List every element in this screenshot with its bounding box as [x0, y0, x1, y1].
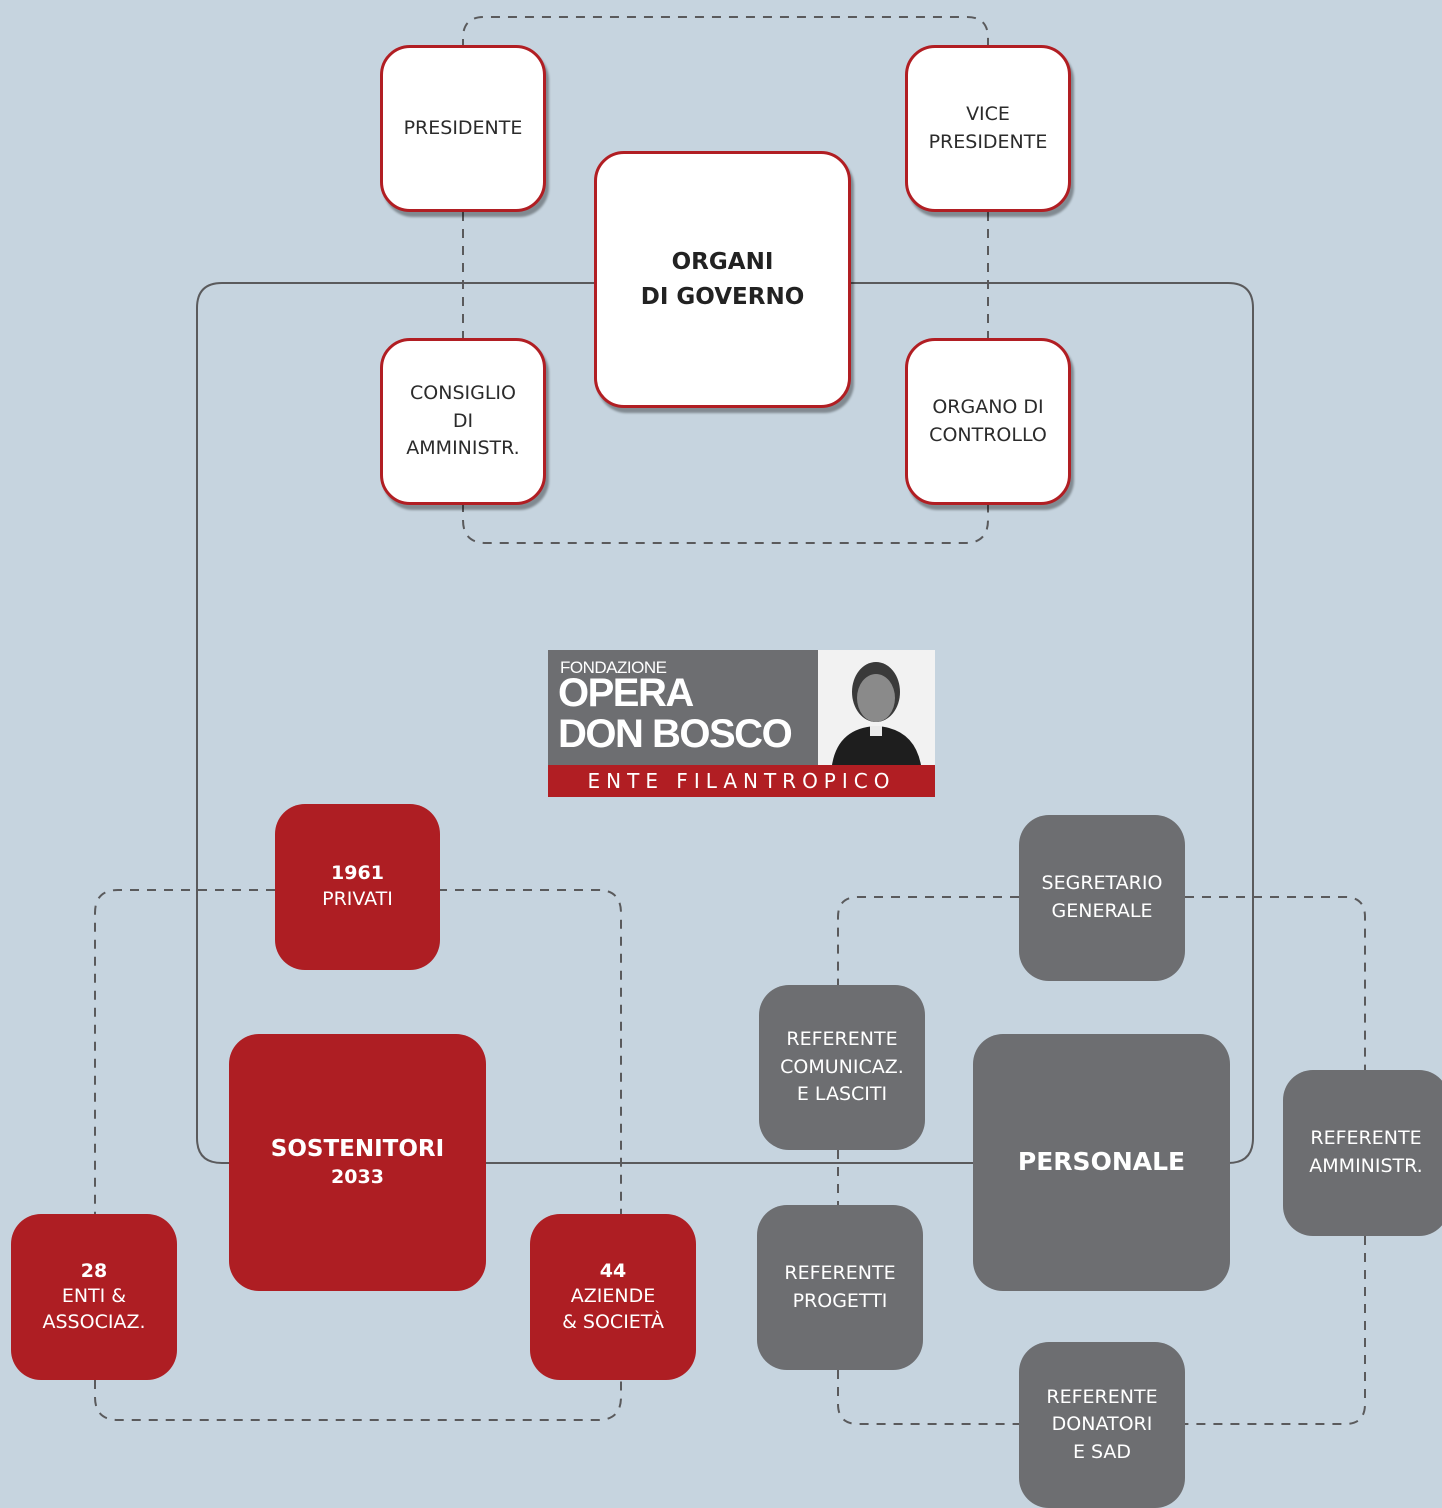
- private-supporters-box: 1961 PRIVATI: [275, 804, 440, 970]
- donors-label-3: E SAD: [1072, 1440, 1132, 1463]
- president-box: PRESIDENTE: [380, 45, 546, 212]
- entities-supporters-box: 28 ENTI & ASSOCIAZ.: [11, 1214, 177, 1380]
- entities-label-1: ENTI &: [61, 1285, 127, 1308]
- donors-label-1: REFERENTE: [1046, 1385, 1158, 1408]
- staff-main-box: PERSONALE: [973, 1034, 1230, 1291]
- staff-dashed-loop: [837, 896, 1366, 1425]
- projects-label-1: REFERENTE: [784, 1261, 896, 1284]
- supporters-main-box: SOSTENITORI 2033: [229, 1034, 486, 1291]
- board-label-3: AMMINISTR.: [406, 437, 520, 460]
- portrait-image: [818, 650, 935, 765]
- companies-supporters-box: 44 AZIENDE & SOCIETÀ: [530, 1214, 696, 1380]
- board-box: CONSIGLIO DI AMMINISTR.: [380, 338, 546, 505]
- admin-referent-box: REFERENTE AMMINISTR.: [1283, 1070, 1442, 1236]
- donors-label-2: DONATORI: [1051, 1413, 1153, 1436]
- secretary-label-1: SEGRETARIO: [1041, 872, 1163, 895]
- supporters-title: SOSTENITORI: [270, 1136, 445, 1163]
- communications-referent-box: REFERENTE COMUNICAZ. E LASCITI: [759, 985, 925, 1150]
- president-label: PRESIDENTE: [403, 116, 523, 139]
- entities-count: 28: [80, 1259, 108, 1282]
- donors-referent-box: REFERENTE DONATORI E SAD: [1019, 1342, 1185, 1508]
- control-label-1: ORGANO DI: [932, 395, 1044, 418]
- logo-line-2: DON BOSCO: [558, 712, 793, 756]
- entities-label-2: ASSOCIAZ.: [42, 1310, 146, 1333]
- companies-label-2: & SOCIETÀ: [562, 1310, 664, 1333]
- control-label-2: CONTROLLO: [929, 423, 1047, 446]
- private-label: PRIVATI: [322, 888, 393, 910]
- secretary-general-box: SEGRETARIO GENERALE: [1019, 815, 1185, 981]
- main-frame: [196, 282, 1254, 1164]
- logo-small-text: FONDAZIONE: [560, 658, 667, 677]
- governance-title-2: DI GOVERNO: [640, 283, 805, 310]
- companies-count: 44: [599, 1259, 627, 1282]
- projects-label-2: PROGETTI: [792, 1289, 888, 1312]
- foundation-logo: FONDAZIONE OPERA DON BOSCO ENTE FILANTRO…: [548, 650, 935, 797]
- admin-label-1: REFERENTE: [1310, 1127, 1422, 1150]
- comms-label-2: COMUNICAZ.: [780, 1055, 904, 1078]
- projects-referent-box: REFERENTE PROGETTI: [757, 1205, 923, 1370]
- admin-label-2: AMMINISTR.: [1309, 1155, 1423, 1177]
- board-label-2: DI: [452, 409, 474, 432]
- control-body-box: ORGANO DI CONTROLLO: [905, 338, 1071, 505]
- governance-title-1: ORGANI: [671, 249, 774, 275]
- governance-main-box: ORGANI DI GOVERNO: [594, 151, 851, 408]
- logo-band: ENTE FILANTROPICO: [548, 765, 935, 797]
- supporters-total: 2033: [331, 1166, 384, 1189]
- comms-label-3: E LASCITI: [796, 1083, 888, 1106]
- supporters-dashed-loop: [94, 889, 622, 1421]
- logo-line-1: OPERA: [558, 671, 694, 715]
- companies-label-1: AZIENDE: [570, 1285, 656, 1308]
- vice-president-label-1: VICE: [966, 102, 1010, 125]
- secretary-label-2: GENERALE: [1051, 900, 1153, 922]
- vice-president-box: VICE PRESIDENTE: [905, 45, 1071, 212]
- board-label-1: CONSIGLIO: [410, 382, 516, 405]
- vice-president-label-2: PRESIDENTE: [928, 130, 1048, 153]
- comms-label-1: REFERENTE: [786, 1028, 898, 1051]
- private-count: 1961: [331, 862, 384, 885]
- staff-title: PERSONALE: [1017, 1147, 1186, 1177]
